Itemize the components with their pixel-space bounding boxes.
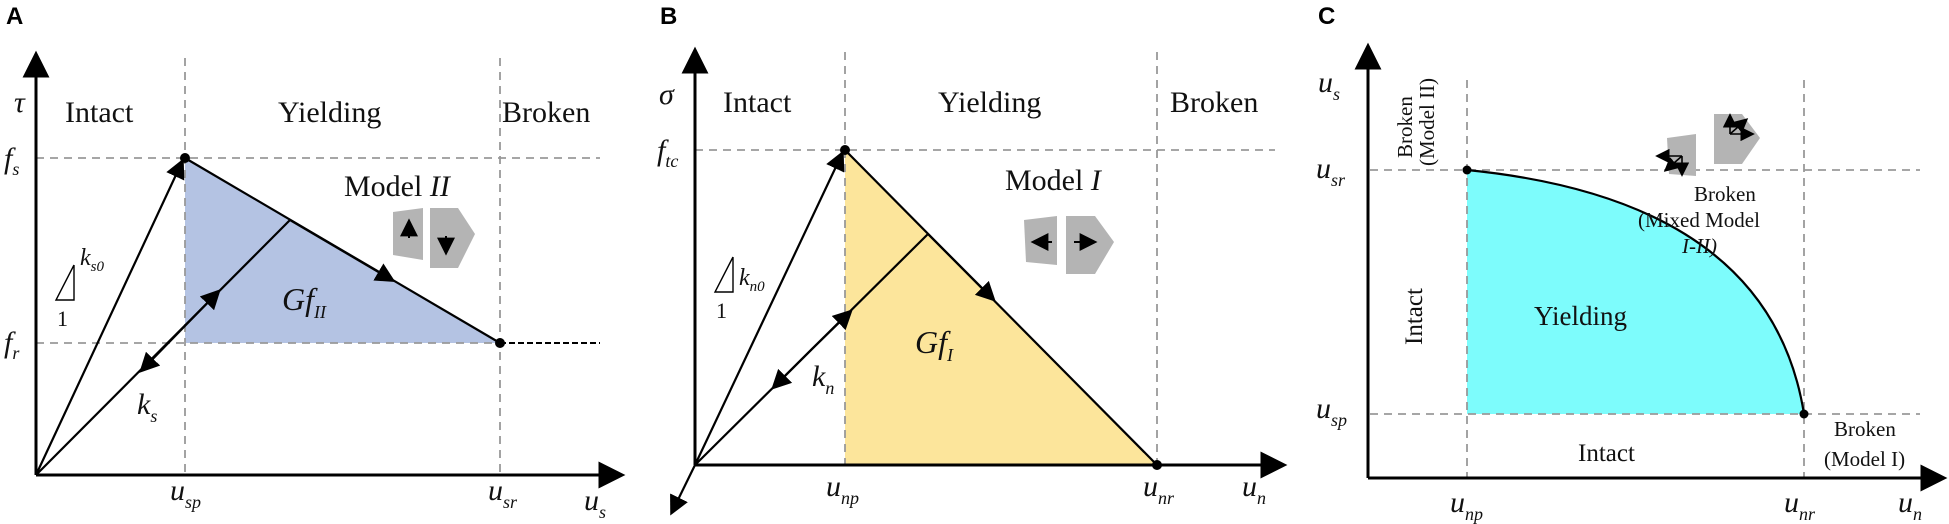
panel-a-tick-fr: fr xyxy=(4,326,20,363)
panel-b-peak-point xyxy=(840,145,850,155)
panel-c-broken-right-line2: (Model I) xyxy=(1824,447,1905,471)
panel-c-yielding-label: Yielding xyxy=(1534,301,1627,331)
panel-c-tick-usp: usp xyxy=(1316,392,1347,430)
panel-c-x-axis-label: un xyxy=(1898,486,1922,524)
panel-c-broken-top-line2: (Model II) xyxy=(1415,78,1439,166)
panel-c-broken-mixed-line3: I-II) xyxy=(1681,234,1717,258)
panel-c-tick-unr: unr xyxy=(1784,486,1816,524)
panel-a: A ks0 1 τ Intact Yielding Broken fs fr u… xyxy=(4,3,626,522)
panel-b-loading-line xyxy=(694,150,845,466)
panel-a-y-axis-label: τ xyxy=(14,86,26,119)
panel-b-letter: B xyxy=(660,3,677,30)
panel-b-y-axis-label: σ xyxy=(659,78,675,111)
panel-b-compression-arrow xyxy=(670,464,696,516)
panel-b-unload-arrow xyxy=(771,348,813,390)
panel-a-region-intact: Intact xyxy=(65,96,134,129)
panel-a-area-label: GfII xyxy=(282,281,327,322)
panel-c-letter: C xyxy=(1318,3,1335,30)
panel-c-tension-point xyxy=(1799,409,1809,419)
panel-b-slope-triangle xyxy=(713,256,734,293)
panel-a-residual-point xyxy=(495,338,505,348)
panel-c-tick-usr: usr xyxy=(1316,152,1346,190)
panel-b-area-label: GfI xyxy=(915,324,954,365)
panel-b-tick-unp: unp xyxy=(826,470,859,508)
panel-a-slope-triangle xyxy=(54,264,75,301)
panel-a-softening-arrow xyxy=(289,219,396,283)
panel-b-tick-unr: unr xyxy=(1143,470,1175,508)
panel-a-letter: A xyxy=(6,3,23,30)
panel-b-softening-arrow xyxy=(927,233,996,302)
panel-b-model-label: Model I xyxy=(1005,164,1103,197)
panel-b-zero-point xyxy=(1152,460,1162,470)
panel-a-region-broken: Broken xyxy=(502,96,590,129)
panel-c-intact-bottom: Intact xyxy=(1578,440,1635,467)
panel-a-unload-arrow xyxy=(139,330,181,373)
panel-b-softening-line xyxy=(844,149,1158,466)
mixed-model-icon xyxy=(1655,113,1760,177)
panel-c-failure-envelope xyxy=(1466,168,1806,415)
panel-c-broken-mixed-line2: (Mixed Model xyxy=(1638,208,1760,232)
panel-a-reload-arrow xyxy=(179,289,221,332)
panel-a-x-axis-label: us xyxy=(584,484,606,522)
panel-b-region-intact: Intact xyxy=(723,86,792,119)
panel-c-intact-left: Intact xyxy=(1401,288,1428,345)
panel-a-tick-usr: usr xyxy=(488,474,518,512)
panel-a-loading-line xyxy=(35,158,185,476)
panel-c-broken-mixed-line1: Broken xyxy=(1694,182,1756,206)
panel-a-tick-usp: usp xyxy=(170,474,201,512)
panel-b-region-broken: Broken xyxy=(1170,86,1258,119)
panel-b-reload-arrow xyxy=(811,309,853,350)
panel-a-tick-fs: fs xyxy=(4,142,19,179)
shear-model-icon xyxy=(393,208,475,268)
panel-b-slope-run: 1 xyxy=(716,298,727,323)
panel-a-slope-label: ks0 xyxy=(80,245,104,275)
panel-b-region-yielding: Yielding xyxy=(938,86,1041,119)
panel-b-slope-label: kn0 xyxy=(739,265,765,295)
panel-b-tick-ftc: ftc xyxy=(657,134,678,171)
panel-c: C us usr usp unp unr un Yielding Intact … xyxy=(1316,3,1948,524)
panel-c-y-axis-label: us xyxy=(1318,66,1340,104)
panel-b-x-axis-label: un xyxy=(1242,470,1266,508)
tension-model-icon xyxy=(1024,216,1114,274)
panel-a-model-label: Model II xyxy=(344,170,452,203)
panel-c-shear-point xyxy=(1462,165,1472,175)
panel-c-tick-unp: unp xyxy=(1450,486,1483,524)
panel-a-region-yielding: Yielding xyxy=(278,96,381,129)
panel-b-stiffness-label: kn xyxy=(812,360,834,398)
panel-a-peak-point xyxy=(180,153,190,163)
panel-b: B kn0 1 σ Intact Yielding Broken ftc unp… xyxy=(657,3,1288,516)
panel-a-slope-run: 1 xyxy=(57,306,68,331)
panel-c-broken-right-line1: Broken xyxy=(1834,417,1896,441)
panel-c-yielding-region xyxy=(1467,170,1804,414)
panel-a-stiffness-label: ks xyxy=(137,388,157,426)
panel-c-broken-top-line1: Broken xyxy=(1393,96,1417,158)
